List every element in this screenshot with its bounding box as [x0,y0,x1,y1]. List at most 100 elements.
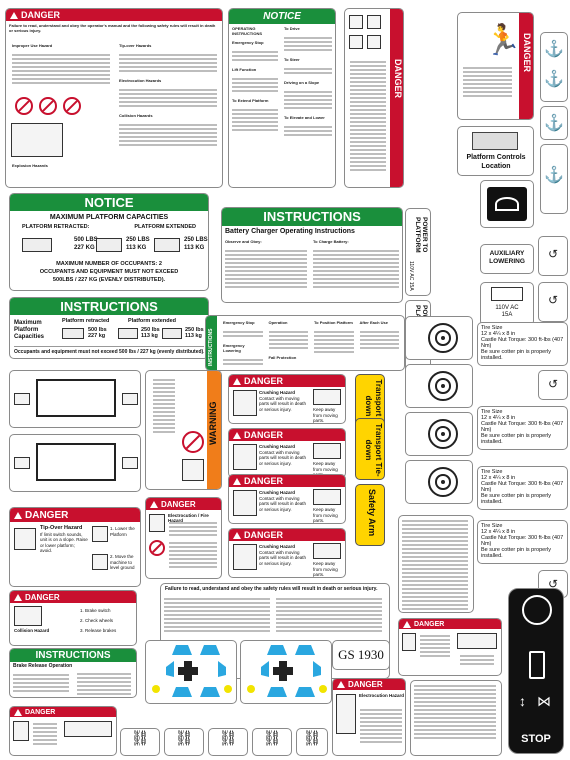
text-lines [222,246,310,292]
cap-extended-a: 250 lbs 113 kg [141,327,160,339]
warning-triangle-icon [150,500,158,508]
cap-val: 227 kg [88,333,106,339]
scissor-lift-icon [313,543,341,559]
warning-triangle-icon [14,511,22,519]
crushing-hand-icon [233,444,257,470]
torque-title: Tire Size [481,409,503,415]
collision-title: Collision Hazard [14,628,50,633]
torque-value: Castle Nut Torque: 300 ft-lbs (407 Nm) [481,535,564,547]
torque-note: Be sure cotter pin is properly installed… [481,349,552,361]
tiedown-label: Transport Tie-down [364,423,383,477]
charger-col-title: To Charge Battery: [313,239,349,244]
lift-pad-decal [145,640,237,704]
strip-col-title: Emergency Stop [223,320,255,325]
crushing-body: Contact with moving parts will result in… [259,549,307,566]
text-lines [266,327,312,353]
text-lines [281,33,335,55]
crushing-hand-icon [233,490,257,516]
capacities-labels: PLATFORM RETRACTED: PLATFORM EXTENDED [10,221,208,230]
tire-decal [405,364,473,408]
platform-controls-decal: Platform Controls Location [457,126,534,176]
yellow-pad-icon [319,685,327,693]
hazard-pictogram [367,15,381,29]
arc-icon [495,197,519,211]
safety-arm-label: Safety Arm [367,489,377,537]
tie-down-icon: ⛓ [130,730,150,747]
notice-header: NOTICE [229,9,335,24]
crushing-header: DANGER [229,529,345,541]
cap-val: 113 kg [141,333,158,339]
occupants-text: MAXIMUM NUMBER OF OCCUPANTS: 2 OCCUPANTS… [10,260,208,284]
drive-enable-icon [487,187,527,221]
lift-pad-diagram [247,645,327,697]
chassis-icon [273,667,293,675]
hazard-pictogram [349,15,363,29]
warning-triangle-icon [233,377,241,385]
lift-pad-icon [122,393,138,405]
collision-step: 1. Brake switch [80,608,111,613]
crushing-text: Crushing Hazard Contact with moving part… [259,444,309,466]
danger-bl-header: DANGER [10,707,116,717]
platform-extended-icon [162,328,182,339]
warning-vertical-decal: WARNING [145,370,222,490]
cap-val: 500 lbs [88,327,107,333]
text-lines [281,122,335,140]
capacities-header: NOTICE [10,194,208,211]
strip-col: To Position Platform [311,318,357,369]
electro-title: Electrocution / Fire Hazard [168,513,209,523]
hook-icon: ↺ [548,247,559,261]
text-lines [457,651,497,669]
auxiliary-line: AUXILIARY [489,250,525,257]
tire-icon [428,467,458,497]
danger-bl-header-text: DANGER [25,708,56,716]
collision-header-text: DANGER [25,592,60,602]
warning-triangle-icon [233,531,241,539]
torque-label: Tire Size 12 x 4¼ x 8 in Castle Nut Torq… [477,322,568,366]
text-lines [460,63,515,101]
crushing-title: Crushing Hazard [259,490,296,495]
section-improper-use: Improper Use Hazard [12,43,53,48]
tipover-icon [14,528,36,550]
power-label: POWER TO PLATFORM [414,217,428,253]
lift-pad-decal [240,640,332,704]
strip-sub-title: Emergency Lowering [223,343,245,353]
strip-col: After Each Use [357,318,403,369]
stop-panel-decal: ↕ ⋈ STOP [508,588,564,754]
section-tipover: Tip-over Hazards [119,43,152,48]
platform-outline-icon [36,443,116,481]
torque-note: Be sure cotter pin is properly installed… [481,433,552,445]
parts-list-decal [398,515,474,613]
crushing-header: DANGER [229,475,345,487]
section-collision: Collision Hazards [119,113,153,118]
blue-pad-icon [295,645,315,655]
text-lines [30,719,60,749]
instructions-strip-decal: INSTRUCTIONS Emergency Stop Emergency Lo… [205,315,405,371]
tipover-body: If limit switch sounds, unit is on a slo… [40,531,88,554]
bottom-danger-cols [161,594,389,636]
text-lines [347,57,389,175]
crushing-text: Crushing Hazard Contact with moving part… [259,490,309,512]
crushing-body: Contact with moving parts will result in… [259,395,307,412]
blue-pad-icon [295,687,315,697]
emergency-stop-icon [522,595,552,625]
notice-section: To Elevate and Lower [284,115,325,120]
torque-label: Tire Size 12 x 4¼ x 8 in Castle Nut Torq… [477,406,568,450]
text-lines [166,538,220,572]
up-down-icon: ↕ [519,693,526,709]
torque-spec: 12 x 4¼ x 8 in [481,331,516,337]
blue-pad-icon [166,661,174,677]
extended-a-lbs: 250 LBS [126,237,150,243]
tipover-small-header: DANGER [399,619,501,629]
power-text: POWER [421,217,428,242]
platform-extended-icon [118,328,138,339]
yellow-pad-icon [247,685,255,693]
collision-icon [14,606,42,626]
torque-value: Castle Nut Torque: 300 ft-lbs (407 Nm) [481,337,564,349]
lift-point-decal [9,370,141,428]
hazard-pictogram [182,459,204,481]
text-lines [229,105,281,135]
lift-pad-icon [14,393,30,405]
lanyard-anchor-icon: ⚓ [544,115,564,132]
electrocution-big-decal: DANGER Electrocution Hazard [332,678,406,756]
extended-values-b: 250 LBS 113 KG [184,236,208,252]
